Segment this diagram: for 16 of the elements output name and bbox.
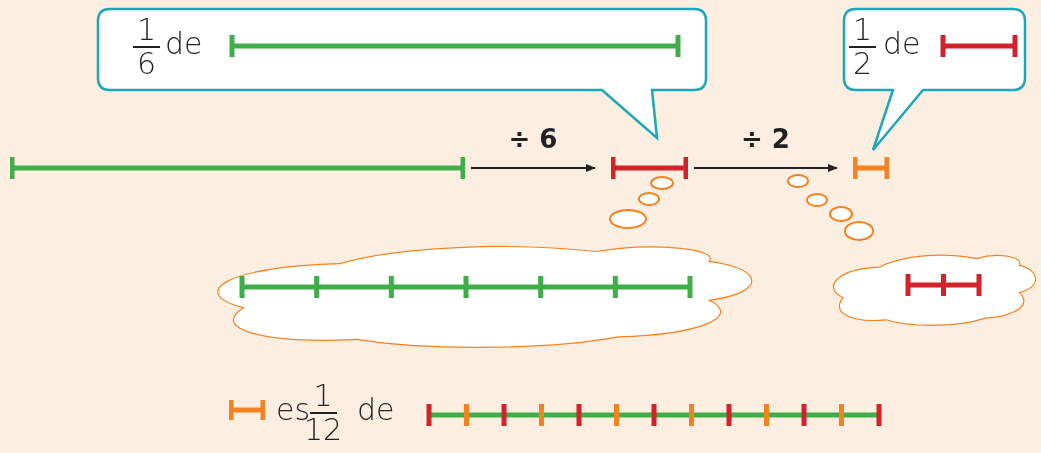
arrow (693, 164, 838, 172)
text: de (357, 394, 395, 426)
arrow (470, 164, 596, 172)
line-segment (611, 156, 688, 180)
edge-label: ÷ 2 (740, 124, 791, 154)
fraction-numerator: 1 (849, 14, 877, 48)
fraction-numerator: 1 (133, 14, 161, 48)
speech-bubble (843, 8, 1026, 150)
text: de (883, 28, 921, 60)
line-segment (10, 156, 465, 180)
fraction-numerator: 1 (309, 380, 337, 414)
fraction-denominator: 6 (137, 48, 157, 80)
fraction-denominator: 2 (853, 48, 873, 80)
line-segment (853, 156, 889, 180)
edge-label: ÷ 6 (507, 124, 559, 154)
text: de (165, 28, 203, 60)
